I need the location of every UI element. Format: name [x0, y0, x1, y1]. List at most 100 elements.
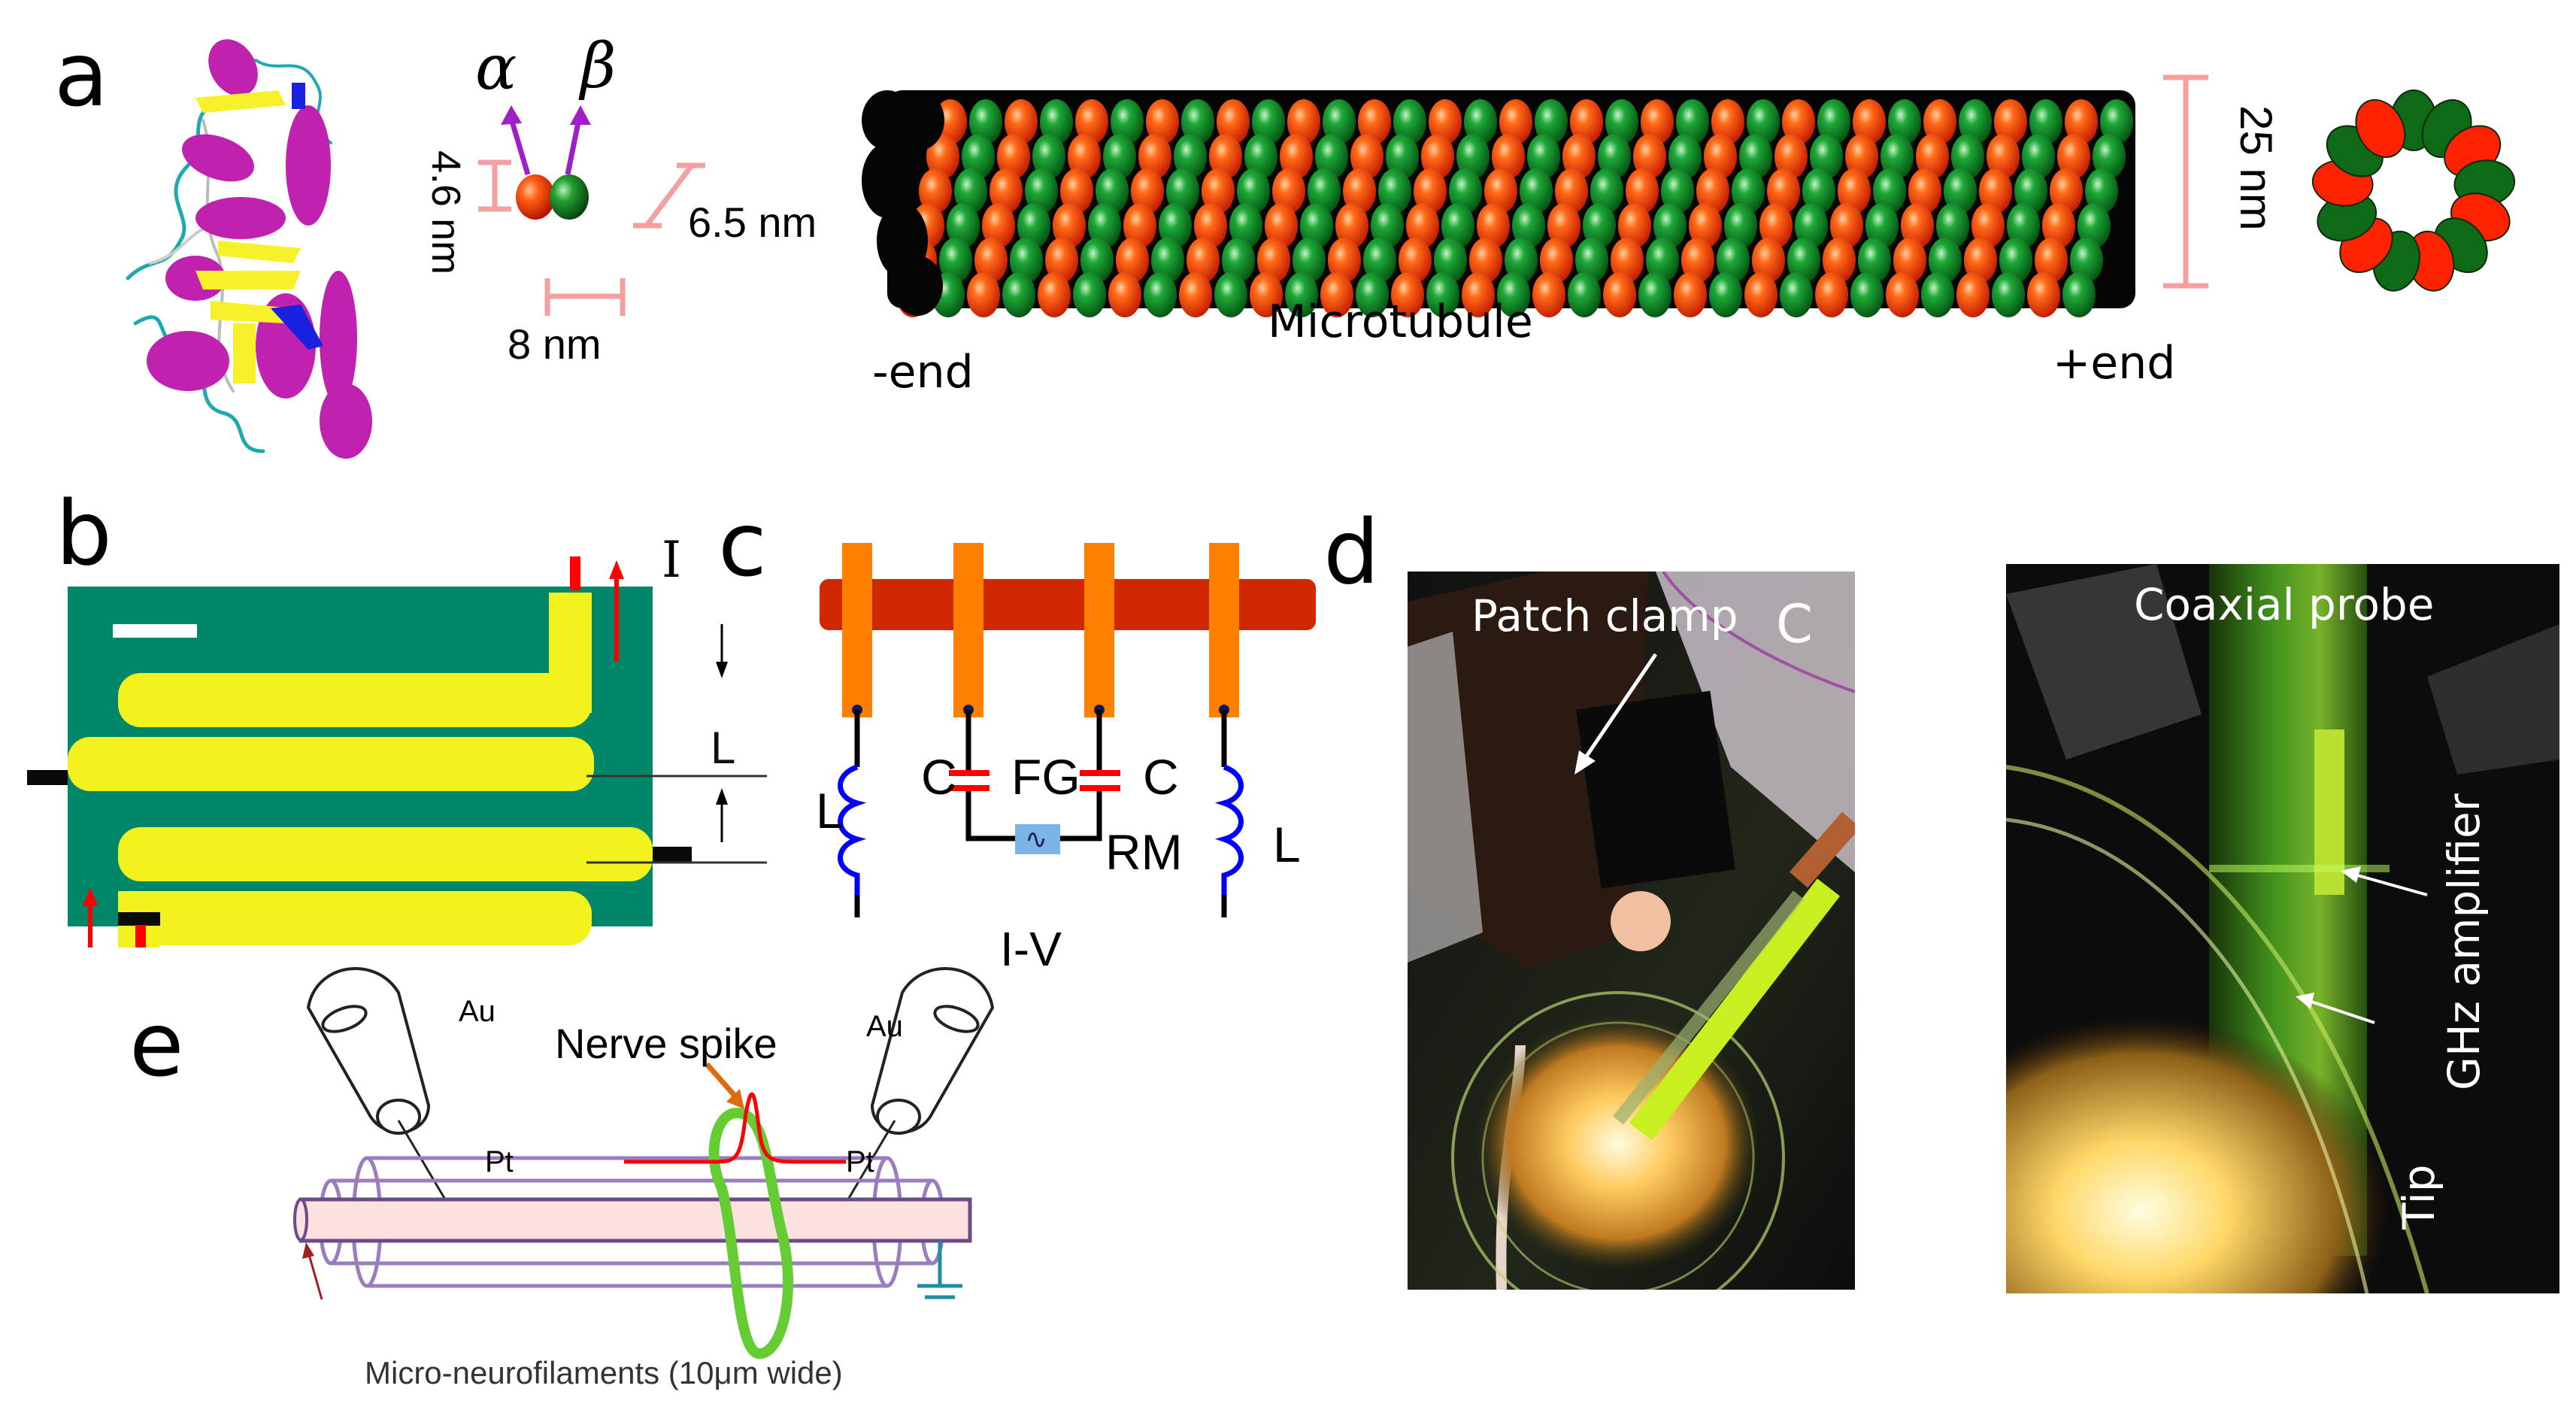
alpha-tubulin-subunit [1562, 134, 1596, 179]
alpha-tubulin-subunit [1250, 272, 1283, 317]
alpha-tubulin-subunit [1845, 134, 1878, 179]
alpha-tubulin-subunit [1045, 238, 1078, 283]
beta-tubulin-subunit [1850, 272, 1884, 317]
beta-tubulin-subunit [969, 99, 1002, 144]
inductor-right-icon [1214, 764, 1244, 895]
beta-tubulin-subunit [1676, 99, 1709, 144]
beta-tubulin-subunit [1356, 272, 1389, 317]
ground-icon [917, 1241, 962, 1299]
alpha-tubulin-subunit [1287, 99, 1320, 144]
alpha-tubulin-subunit [1272, 168, 1305, 214]
alpha-label: α [475, 32, 517, 104]
beta-tubulin-subunit [1568, 272, 1601, 317]
alpha-tubulin-subunit [1774, 134, 1808, 179]
alpha-tubulin-subunit [1186, 238, 1220, 283]
alpha-tubulin-subunit [1830, 203, 1863, 248]
tip-arrow-icon [2296, 993, 2375, 1024]
alpha-tubulin-subunit [1131, 168, 1164, 214]
alpha-tubulin-subunit [1414, 168, 1447, 214]
alpha-tubulin-subunit [1767, 168, 1800, 214]
beta-tubulin-subunit [1921, 272, 1954, 317]
beta-tubulin-subunit [1002, 272, 1035, 317]
micro-neurofilaments-label: Micro-neurofilaments (10μm wide) [365, 1355, 843, 1390]
dimer-width-label: 8 nm [508, 320, 602, 368]
capacitor-right-icon [1080, 770, 1120, 791]
microtubule-lattice [862, 90, 2135, 317]
beta-tubulin-subunit [2014, 168, 2047, 214]
alpha-tubulin-subunit [1123, 203, 1156, 248]
inductor-right-label: L [1273, 817, 1301, 872]
beta-tubulin-subunit [1174, 134, 1207, 179]
ghz-amplifier-label: GHz amplifier [2438, 793, 2490, 1090]
neurofilament-core [299, 1197, 972, 1243]
alpha-tubulin-subunit [1075, 99, 1108, 144]
alpha-tubulin-subunit [1060, 168, 1093, 214]
beta-tubulin-subunit [1795, 203, 1828, 248]
height-scale-bar [478, 159, 511, 212]
alpha-tubulin-subunit [1202, 168, 1235, 214]
beta-tubulin-subunit [1605, 99, 1638, 144]
coaxial-probe-label: Coaxial probe [2134, 579, 2435, 630]
alpha-tubulin-subunit [989, 168, 1023, 214]
beta-tubulin-subunit [1527, 134, 1560, 179]
alpha-tubulin-subunit [1823, 238, 1856, 283]
beta-tubulin-subunit [1214, 272, 1247, 317]
alpha-tubulin-subunit [1689, 203, 1722, 248]
left-pt-label: Pt [485, 1145, 514, 1178]
beta-tubulin-subunit [1464, 99, 1497, 144]
alpha-tubulin-subunit [2065, 99, 2098, 144]
spacing-label: L [711, 723, 736, 773]
alpha-tubulin-subunit [1217, 99, 1250, 144]
alpha-tubulin-subunit [1257, 238, 1290, 283]
alpha-tubulin-subunit [1711, 99, 1744, 144]
beta-tubulin-subunit [1300, 203, 1333, 248]
beta-tubulin-subunit [947, 203, 980, 248]
beta-tubulin-subunit [1010, 238, 1043, 283]
alpha-tubulin-subunit [1343, 168, 1376, 214]
function-generator-source-icon [1015, 824, 1060, 854]
alpha-tubulin-subunit [1971, 203, 2005, 248]
alpha-tubulin-subunit [1674, 272, 1707, 317]
alpha-tubulin-subunit [967, 272, 1000, 317]
capacitor-right-label: C [1143, 749, 1179, 805]
beta-tubulin-subunit [1590, 168, 1623, 214]
alpha-tubulin-sphere [516, 174, 555, 220]
beta-tubulin-subunit [1880, 134, 1914, 179]
alpha-tubulin-subunit [1987, 134, 2020, 179]
alpha-tubulin-subunit [1469, 238, 1502, 283]
beta-tubulin-subunit [1229, 203, 1262, 248]
alpha-tubulin-subunit [1038, 272, 1071, 317]
capacitor-left-icon [949, 770, 989, 791]
beta-tubulin-subunit [1371, 203, 1404, 248]
panel-e-letter: e [129, 993, 184, 1096]
microtubule-title: Microtubule [1268, 296, 1533, 348]
beta-tubulin-subunit [1222, 238, 1255, 283]
panel-d-letter: d [1323, 500, 1380, 604]
beta-tubulin-subunit [1802, 168, 1835, 214]
alpha-tubulin-subunit [1320, 272, 1353, 317]
alpha-tubulin-subunit [1358, 99, 1391, 144]
beta-tubulin-subunit [1025, 168, 1058, 214]
alpha-tubulin-subunit [1611, 238, 1644, 283]
beta-tubulin-subunit [1285, 272, 1318, 317]
beta-tubulin-subunit [1386, 134, 1419, 179]
inductor-left-label: L [816, 783, 844, 838]
microtubule-rod [820, 579, 1316, 630]
diameter-scale-bar [2163, 74, 2208, 289]
beta-tubulin-subunit [1308, 168, 1341, 214]
right-pt-label: Pt [846, 1145, 874, 1178]
beta-tubulin-subunit [2070, 238, 2103, 283]
beta-tubulin-subunit [1739, 134, 1772, 179]
beta-tubulin-subunit [2022, 134, 2055, 179]
beta-tubulin-subunit [1936, 203, 1969, 248]
capacitor-left-label: C [921, 749, 957, 805]
electrode-bands [842, 543, 1239, 717]
alpha-tubulin-subunit [1540, 238, 1573, 283]
beta-tubulin-subunit [1944, 168, 1977, 214]
beta-tubulin-subunit [1293, 238, 1326, 283]
beta-tubulin-subunit [1426, 272, 1459, 317]
alpha-tubulin-subunit [1462, 272, 1495, 317]
alpha-tubulin-subunit [1265, 203, 1298, 248]
alpha-tubulin-subunit [982, 203, 1015, 248]
beta-tubulin-subunit [1181, 99, 1214, 144]
